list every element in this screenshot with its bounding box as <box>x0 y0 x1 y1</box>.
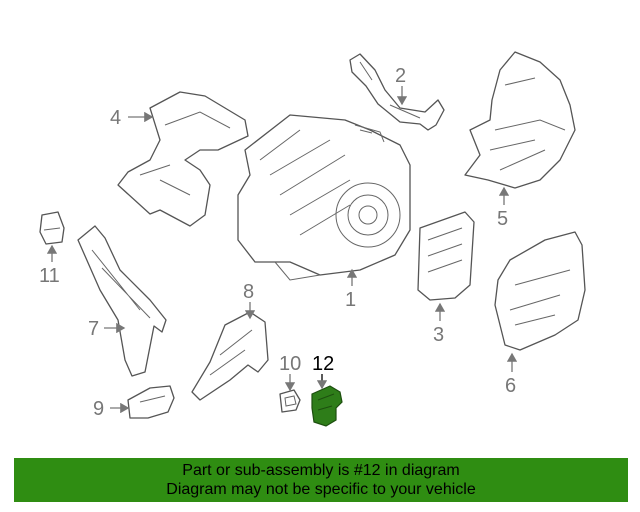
callout-10: 10 <box>279 353 301 375</box>
highlight-banner: Part or sub-assembly is #12 in diagram D… <box>14 458 628 502</box>
callout-7: 7 <box>88 318 99 340</box>
callout-1: 1 <box>345 289 356 311</box>
part-10-grommet[interactable] <box>279 389 301 413</box>
callout-11: 11 <box>39 265 60 287</box>
callout-6: 6 <box>505 375 516 397</box>
part-9-mount[interactable] <box>127 385 175 419</box>
callout-2: 2 <box>395 65 406 87</box>
parts-diagram: 4 2 5 11 1 3 6 7 8 9 10 12 <box>39 51 586 427</box>
part-5-cover[interactable] <box>464 51 576 189</box>
part-2-rail[interactable] <box>349 53 445 131</box>
part-3-plate[interactable] <box>417 211 475 301</box>
callout-8: 8 <box>243 281 254 303</box>
part-11-mount[interactable] <box>39 211 65 245</box>
banner-line-2: Diagram may not be specific to your vehi… <box>166 481 476 498</box>
leader-lines <box>46 86 518 414</box>
part-4-bracket[interactable] <box>117 91 249 227</box>
callout-3: 3 <box>433 324 444 346</box>
callout-9: 9 <box>93 398 104 420</box>
callout-4: 4 <box>110 107 121 129</box>
callout-5: 5 <box>497 208 508 230</box>
banner-line-1: Part or sub-assembly is #12 in diagram <box>182 462 460 479</box>
part-1-housing[interactable] <box>237 114 411 281</box>
callout-12: 12 <box>312 353 334 375</box>
part-8-bracket[interactable] <box>191 311 269 401</box>
part-7-strut[interactable] <box>77 225 167 377</box>
part-12-highlighted[interactable] <box>311 385 343 427</box>
part-6-shield[interactable] <box>494 231 586 351</box>
